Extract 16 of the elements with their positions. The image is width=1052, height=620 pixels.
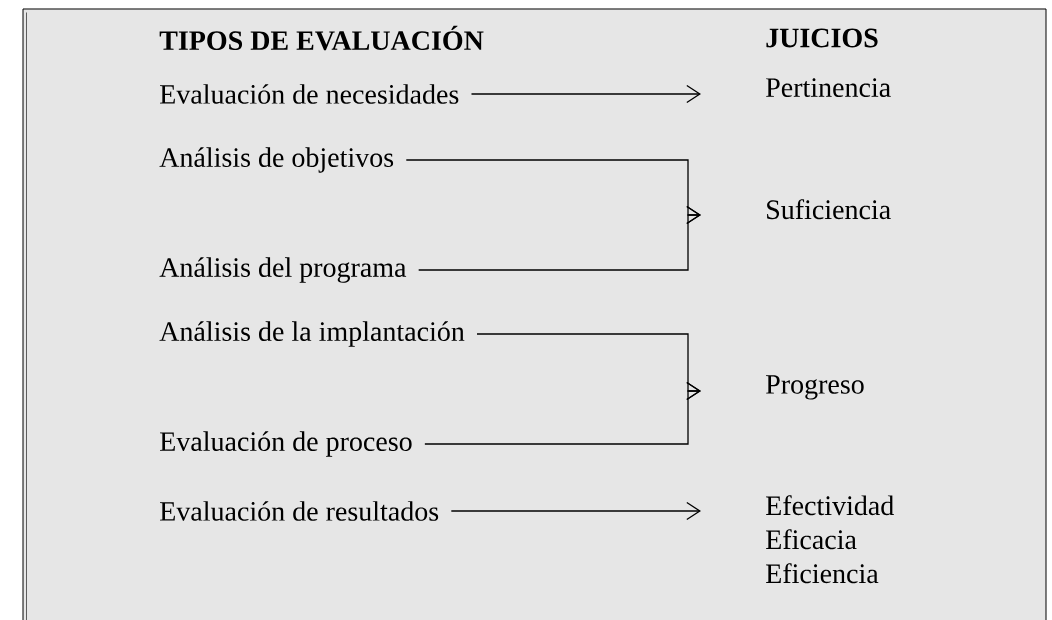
judgement-text: Pertinencia	[766, 78, 891, 97]
arrow	[470, 84, 701, 104]
column-heading: JUICIOS	[766, 28, 878, 48]
column-heading: TIPOS DE EVALUACIÓN	[159, 25, 484, 51]
judgement-text: Efectividad Eficacia Eficiencia	[766, 495, 894, 584]
evaluation-type-text: Evaluación de proceso	[160, 431, 412, 457]
evaluation-type-text: Evaluación de necesidades	[160, 84, 459, 104]
arrow	[418, 205, 701, 271]
arrow	[424, 381, 701, 445]
evaluation-type-text: Análisis del programa	[159, 257, 407, 283]
evaluation-type-text: Análisis de objetivos	[159, 147, 394, 173]
judgement-text: Progreso	[766, 375, 864, 400]
judgement-text: Suficiencia	[767, 199, 891, 220]
evaluation-type-text: Análisis de la implantación	[159, 321, 465, 347]
evaluation-type-text: Evaluación de resultados	[160, 501, 439, 521]
arrow	[450, 501, 701, 521]
